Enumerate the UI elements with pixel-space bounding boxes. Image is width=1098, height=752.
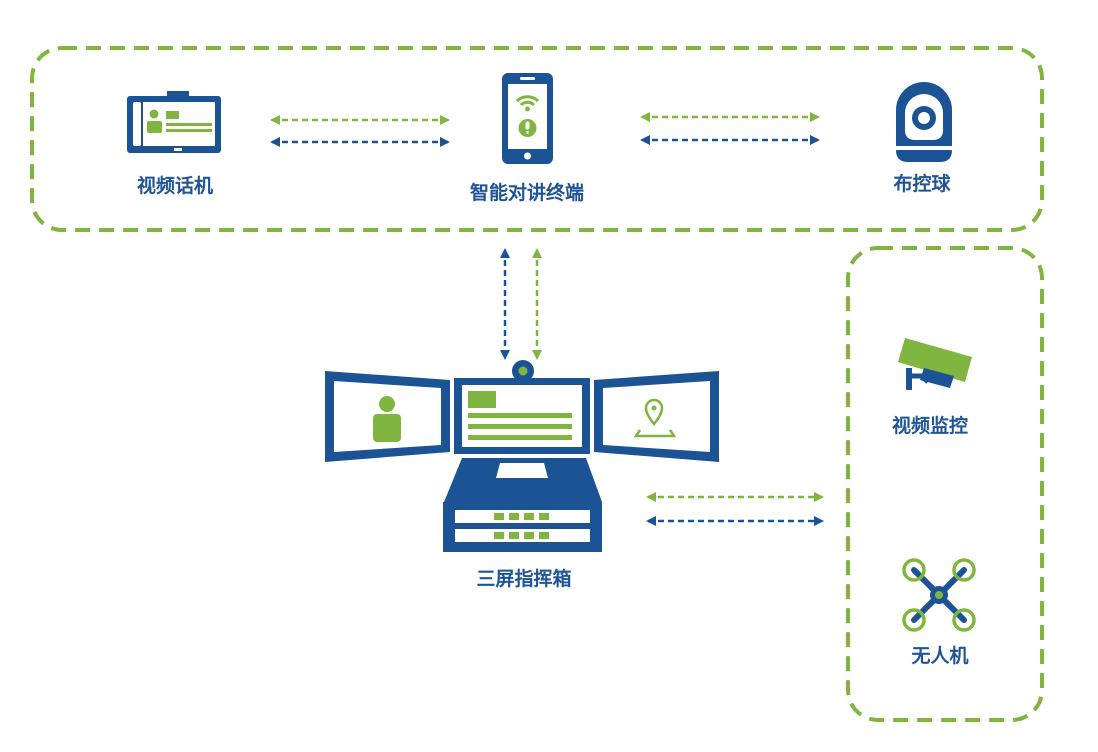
link-command-box-right-group: [646, 492, 824, 526]
right-group-border: [846, 246, 1044, 722]
video-phone-icon: [127, 91, 221, 153]
link-terminal-dome-camera: [640, 112, 820, 145]
drone-label: 无人机: [911, 645, 969, 667]
dome-camera-label: 布控球: [893, 173, 951, 195]
video-phone-label: 视频话机: [136, 175, 214, 197]
smart-terminal-label: 智能对讲终端: [469, 182, 585, 204]
link-video-phone-terminal: [270, 115, 450, 147]
smartphone-icon: [502, 73, 553, 164]
cctv-camera-icon: [898, 338, 972, 390]
link-terminal-command-box: [500, 248, 542, 360]
command-box-label: 三屏指挥箱: [476, 568, 572, 590]
top-group-border: [30, 46, 1044, 232]
drone-icon: [902, 558, 976, 632]
dome-camera-icon: [896, 82, 952, 162]
three-screen-command-box-icon: [325, 360, 719, 552]
video-monitor-label: 视频监控: [891, 415, 969, 437]
